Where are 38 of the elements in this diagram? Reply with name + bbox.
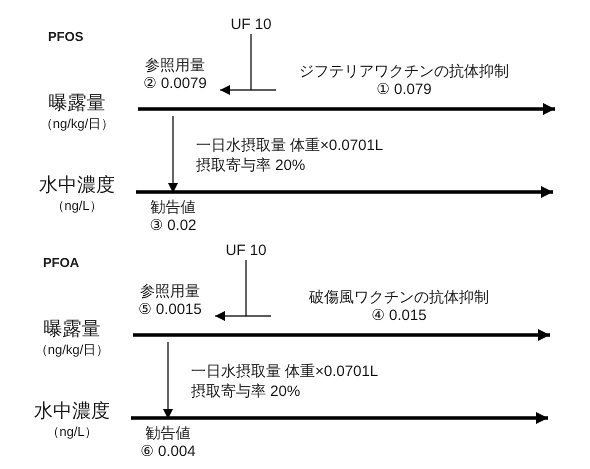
- axis-title: 曝露量: [48, 93, 106, 116]
- uncertainty-factor-label: UF 10: [230, 16, 272, 34]
- axis-title: 水中濃度: [33, 401, 111, 424]
- reference-dose-value: ② 0.0079: [142, 75, 208, 93]
- arrow: [163, 342, 173, 419]
- guideline-value: ③ 0.02: [148, 217, 198, 235]
- guideline-label: 勧告値: [144, 425, 192, 443]
- arrow: [215, 311, 271, 321]
- axis-unit: （ng/L）: [50, 198, 104, 214]
- reference-dose-value: ⑤ 0.0015: [137, 301, 203, 319]
- guideline-label: 勧告値: [150, 199, 196, 217]
- panel-title: PFOA: [43, 255, 80, 270]
- endpoint-value: ④ 0.015: [370, 307, 428, 325]
- axis-title: 水中濃度: [38, 175, 116, 198]
- endpoint-value: ① 0.079: [375, 81, 433, 99]
- arrow: [133, 329, 550, 341]
- axis-unit: （ng/kg/日）: [38, 116, 116, 132]
- note-text: 一日水摂取量 体重×0.0701L: [196, 136, 384, 155]
- endpoint-label: ジフテリアワクチンの抗体抑制: [298, 63, 510, 81]
- arrow: [220, 85, 276, 95]
- note-text: 摂取寄与率 20%: [191, 382, 300, 401]
- arrow: [136, 186, 553, 198]
- guideline-value: ⑥ 0.004: [139, 443, 197, 461]
- axis-unit: （ng/L）: [45, 424, 99, 440]
- arrow: [138, 103, 555, 115]
- arrow: [168, 116, 178, 193]
- note-text: 一日水摂取量 体重×0.0701L: [191, 362, 378, 381]
- reference-dose-label: 参照用量: [144, 57, 206, 75]
- note-text: 摂取寄与率 20%: [196, 156, 306, 175]
- panel-title: PFOS: [48, 29, 84, 44]
- connector-line: [250, 34, 252, 90]
- axis-unit: （ng/kg/日）: [34, 342, 110, 358]
- reference-dose-label: 参照用量: [139, 283, 201, 301]
- arrow: [131, 412, 548, 424]
- connector-line: [245, 260, 247, 316]
- uncertainty-factor-label: UF 10: [224, 242, 268, 260]
- endpoint-label: 破傷風ワクチンの抗体抑制: [308, 289, 490, 307]
- axis-title: 曝露量: [42, 319, 102, 342]
